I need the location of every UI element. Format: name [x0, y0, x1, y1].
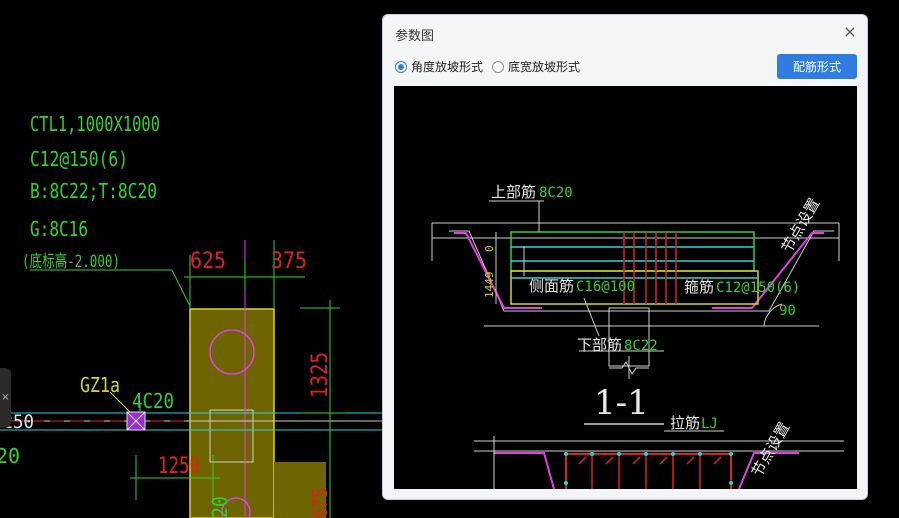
dialog-title: 参数图 [395, 28, 435, 43]
gz-rebar-label: 4C20 [132, 389, 174, 413]
pit-outline [449, 230, 834, 312]
break-symbol [609, 361, 649, 375]
stirrup-label: 箍筋 [684, 278, 714, 296]
slope-rebar-right [712, 232, 824, 309]
gz-marker-cross [126, 411, 146, 431]
leader-line [30, 269, 191, 307]
dim-zero: 0 [483, 245, 496, 252]
rebar-form-button[interactable]: 配筋形式 [777, 54, 857, 79]
angle-value: 90 [779, 303, 796, 319]
label-bt: B:8C22;T:8C20 [30, 179, 157, 203]
dim-375: 375 [271, 249, 307, 274]
bottom-rebar-value: 8C22 [624, 338, 658, 354]
radio-indicator-checked[interactable] [395, 60, 407, 73]
close-button[interactable]: × [841, 23, 859, 41]
slope-rebar-lower [494, 452, 555, 489]
side-rebar-value: C16@100 [576, 279, 635, 295]
param-diagram-dialog: 参数图 × 角度放坡形式 底宽放坡形式 配筋形式 [382, 14, 868, 500]
column-inner [209, 409, 254, 463]
dim-625: 625 [190, 249, 226, 274]
side-collapse-tab[interactable]: × [0, 368, 11, 428]
dim-20: 20 [208, 496, 232, 518]
column-block-lower [274, 462, 326, 518]
column-circle-lower [221, 497, 251, 518]
slope-rebar-left [454, 232, 542, 309]
gz-leader [109, 391, 131, 413]
dim-1250: 1250 [158, 454, 200, 479]
tie-rebar-label: 拉筋 [670, 414, 700, 432]
radio-label: 角度放坡形式 [411, 60, 484, 74]
node-setting-label-lower: 节点设置 [748, 419, 794, 480]
label-elevation: (底标高-2.000) [22, 252, 120, 272]
lower-stirrups [578, 454, 722, 489]
radio-indicator[interactable] [492, 60, 504, 73]
label-ctl: CTL1,1000X1000 [30, 112, 160, 136]
leader-line [583, 297, 600, 337]
side-rebar-label: 侧面筋 [529, 277, 574, 295]
slope-rebar-lower [738, 452, 799, 489]
lower-rebar-dots [564, 452, 733, 485]
label-stirrup: C12@150(6) [30, 147, 128, 171]
column-circle [209, 329, 255, 375]
close-icon: × [1, 392, 10, 403]
stirrup-value: C12@150(6) [716, 280, 800, 296]
lower-beam-box [565, 453, 732, 489]
dim-675: 675 [308, 488, 332, 518]
radio-angle-slope[interactable]: 角度放坡形式 [395, 58, 483, 75]
stirrup-group [623, 232, 677, 304]
close-icon: × [843, 22, 857, 41]
top-rebar-value: 8C20 [539, 185, 573, 201]
top-rebar-label: 上部筋 [491, 183, 536, 201]
dim-1325: 1325 [308, 352, 333, 398]
gz-label: GZ1a [80, 373, 120, 397]
radio-label: 底宽放坡形式 [508, 60, 581, 74]
dim-side: 1449 [483, 272, 496, 299]
bottom-rebar-label: 下部筋 [577, 336, 622, 354]
section-title: 1-1 [594, 383, 649, 423]
angle-arc [763, 303, 783, 327]
radio-width-slope[interactable]: 底宽放坡形式 [492, 58, 580, 75]
label-g: G:8C16 [30, 217, 88, 241]
tie-rebar-value: LJ [701, 416, 718, 432]
dim-20-left: 20 [0, 444, 20, 468]
param-preview: 上部筋 8C20 节点设置 侧面筋 C16@100 箍筋 C12@150(6) … [394, 86, 857, 489]
